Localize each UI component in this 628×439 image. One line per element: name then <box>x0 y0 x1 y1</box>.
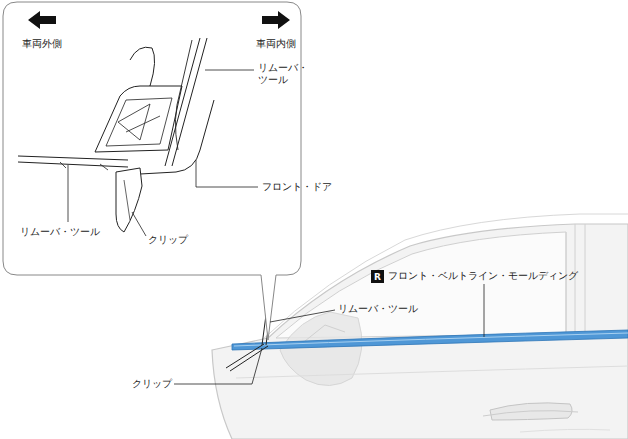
part-label: クリップ <box>132 378 172 390</box>
part-mark-box: R <box>371 270 384 283</box>
part-mark: R <box>374 272 381 282</box>
part-label: リムーバ・ツール <box>20 226 100 238</box>
part-label: フロント・ドア <box>262 181 332 193</box>
part-label: 車両内側 <box>256 38 296 50</box>
part-label: 車両外側 <box>22 38 62 50</box>
part-label: リムーバ・ツール <box>258 62 310 86</box>
part-label: リムーバ・ツール <box>338 303 418 315</box>
part-label: フロント・ベルトライン・モールディング <box>388 270 578 282</box>
part-label: クリップ <box>148 234 188 246</box>
